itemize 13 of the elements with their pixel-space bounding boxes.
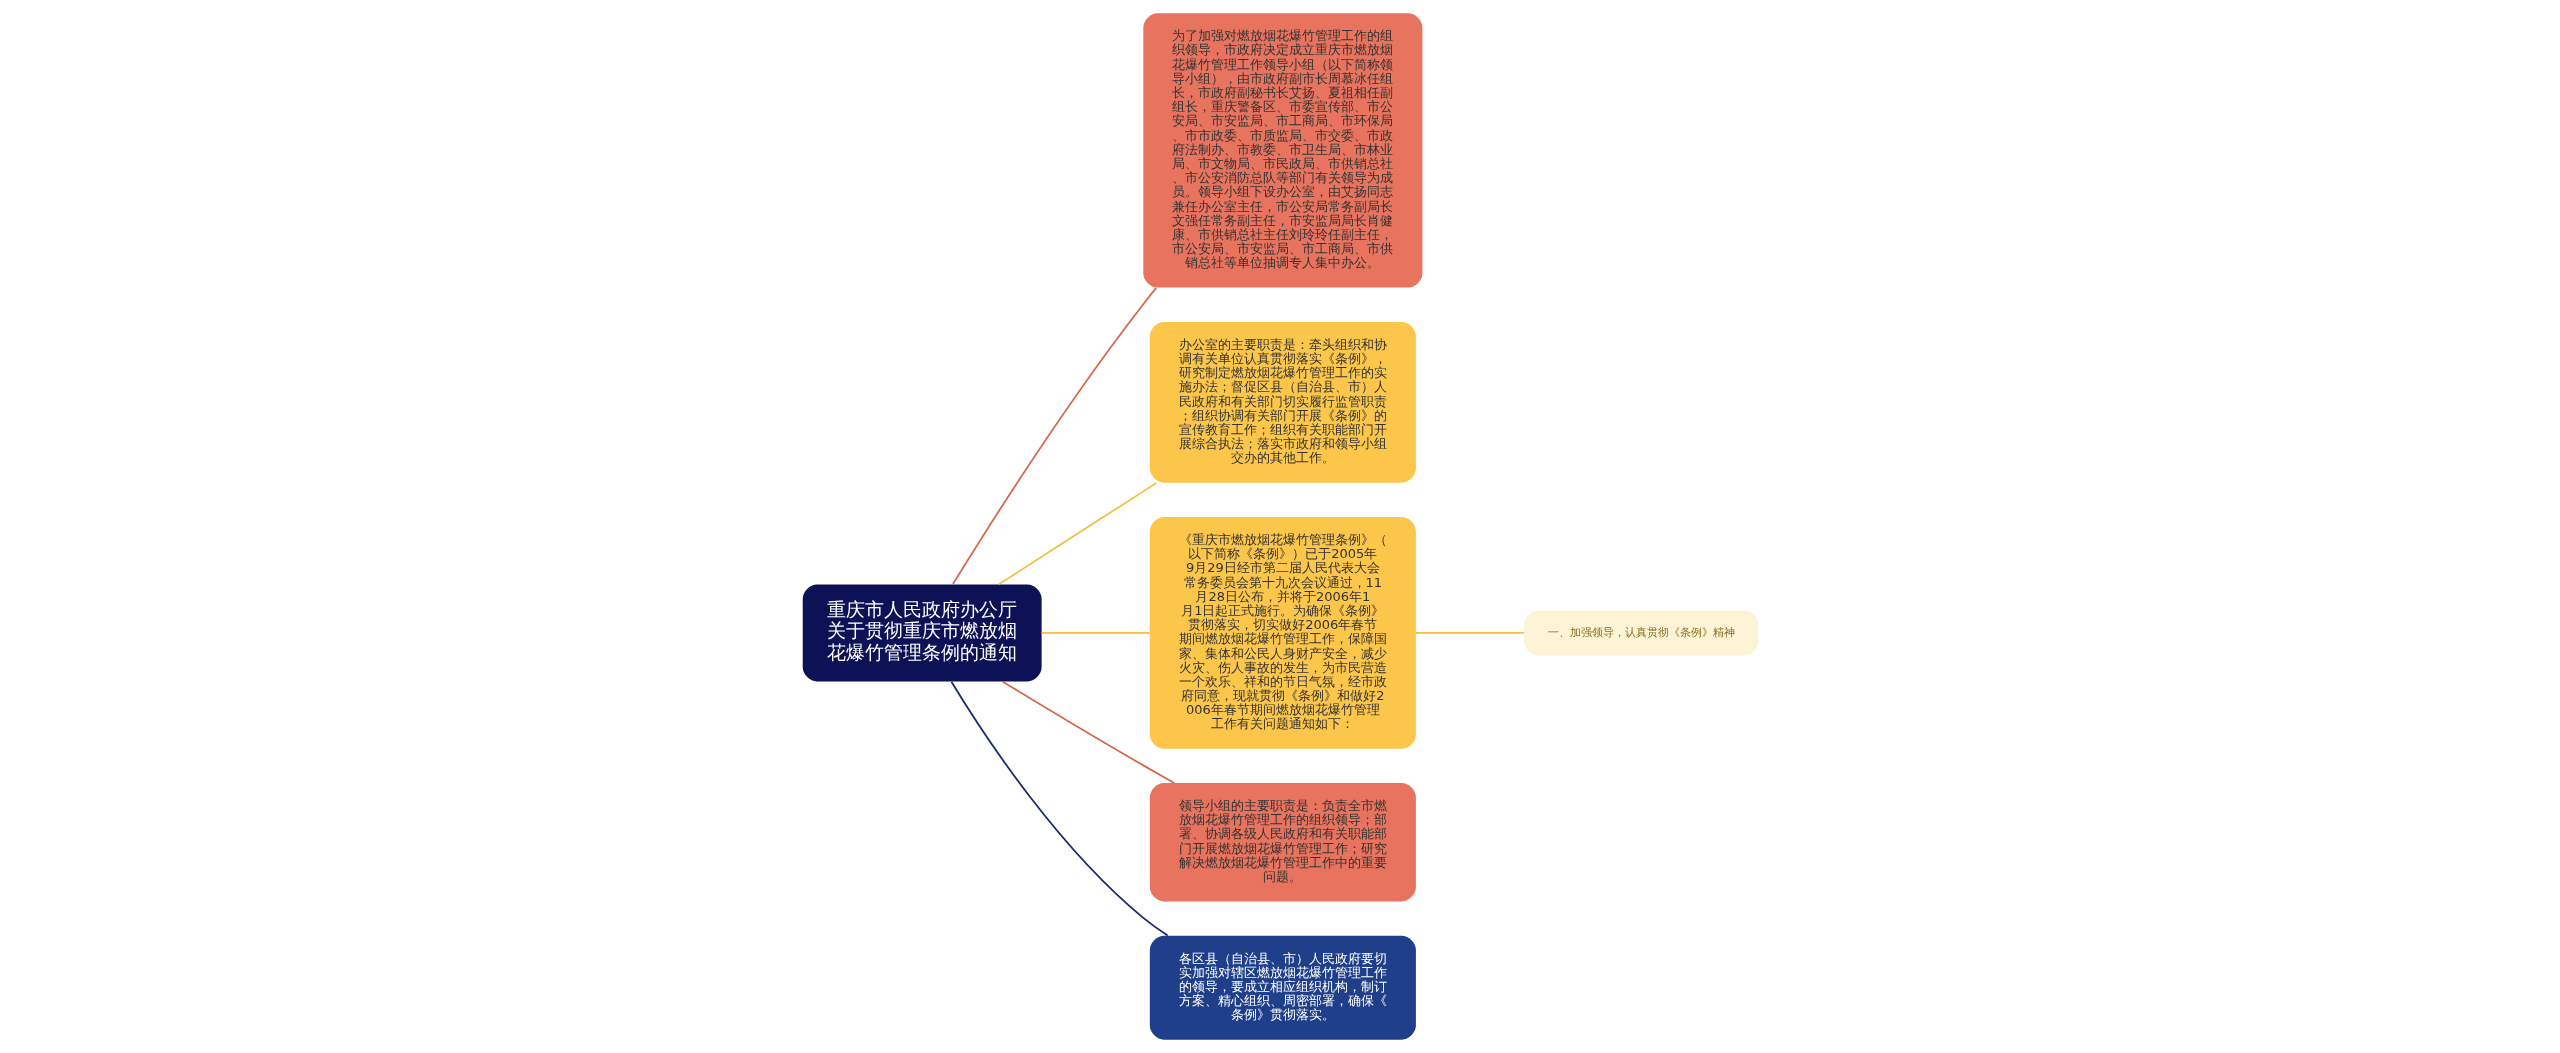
node-box: 领导小组的主要职责是：负责全市燃放烟花爆竹管理工作的组织领导；部署、协调各级人民政府和有关职能部门开展燃放烟花爆竹管理工作；研究解决燃放烟花爆竹管理工作中的重要问题。 — [1149, 783, 1416, 902]
connector — [951, 287, 1157, 585]
node-box: 一、加强领导，认真贯彻《条例》精神 — [1523, 610, 1758, 656]
node-box: 各区县（自治县、市）人民政府要切实加强对辖区燃放烟花爆竹管理工作的领导，要成立相应组织机构，制订方案、精心组织、周密部署，确保《条例》贯彻落实。 — [1149, 935, 1416, 1040]
connector — [950, 680, 1169, 937]
node-box: 为了加强对燃放烟花爆竹管理工作的组织领导，市政府决定成立重庆市燃放烟花爆竹管理工作领导小组（以下简称领导小组），由市政府副市长周慕冰任组长，市政府副秘书长艾扬、夏祖相任副组长，重庆警备区、市委宣传部、市公安局、市安监局、市工商局、市环保局、市市政委、市质监局、市交委、市政府法制办、市教委、市卫生局、市林业局、市文物局、市民政局、市供销总社、市公安消防总队等部门有关领导为成员。领导小组下设办公室，由艾扬同志兼任办公室主任，市公安局常务副局长文强任常务副主任，市安监局局长肖健康、市供销总社主任刘玲玲任副主任，市公安局、市安监局、市工商局、市供销总社等单位抽调专人集中办公。 — [1142, 13, 1422, 288]
node-box: 办公室的主要职责是：牵头组织和协调有关单位认真贯彻落实《条例》，研究制定燃放烟花爆竹管理工作的实施办法；督促区县（自治县、市）人民政府和有关部门切实履行监管职责；组织协调有关部门开展《条例》的宣传教育工作；组织有关职能部门开展综合执法；落实市政府和领导小组交办的其他工作。 — [1149, 321, 1416, 483]
connector — [1001, 680, 1175, 784]
connector — [1040, 632, 1150, 634]
connector — [1414, 632, 1525, 634]
node-box: 重庆市人民政府办公厅关于贯彻重庆市燃放烟花爆竹管理条例的通知 — [802, 584, 1042, 682]
connector — [997, 482, 1157, 586]
node-box: 《重庆市燃放烟花爆竹管理条例》（以下简称《条例》）已于2005年9月29日经市第二届人民代表大会常务委员会第十九次会议通过，11月28日公布，并将于2006年1月1日起正式施行。为确保《条例》贯彻落实，切实做好2006年春节期间燃放烟花爆竹管理工作，保障国家、集体和公民人身财产安全，减少火灾、伤人事故的发生，为市民营造一个欢乐、祥和的节日气氛，经市政府同意，现就贯彻《条例》和做好2006年春节期间燃放烟花爆竹管理工作有关问题通知如下： — [1149, 517, 1416, 749]
